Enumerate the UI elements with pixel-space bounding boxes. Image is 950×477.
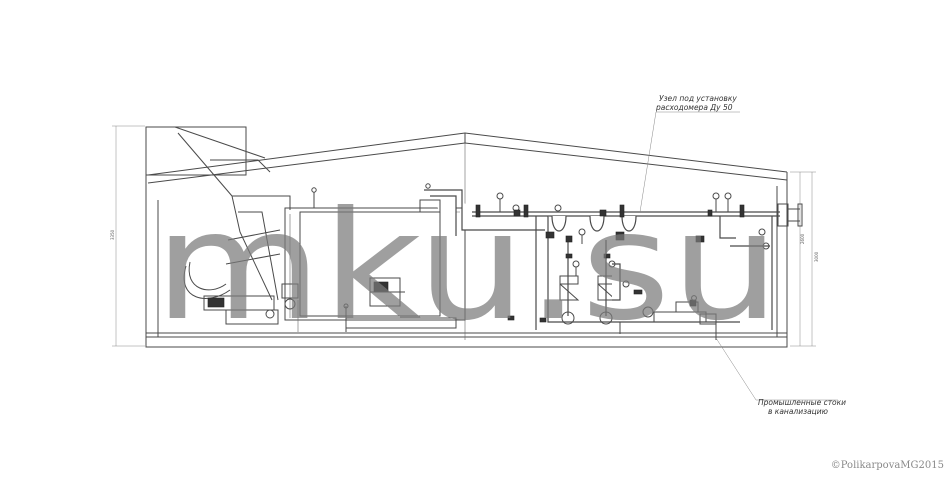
building-shell bbox=[145, 132, 788, 348]
flowmeter-callout-line-1: Узел под установку bbox=[659, 94, 737, 103]
dimension-left: 3350 bbox=[110, 229, 115, 240]
piping bbox=[419, 183, 803, 340]
gauge bbox=[608, 260, 616, 268]
gauge bbox=[572, 260, 580, 276]
gauge bbox=[622, 280, 630, 288]
gauge bbox=[758, 228, 766, 236]
dimension-right-1: 3000 bbox=[814, 251, 819, 262]
gauge bbox=[578, 228, 586, 244]
fuel-hopper bbox=[145, 126, 291, 325]
gauge bbox=[712, 192, 720, 212]
drain-callout-line-1: Промышленные стоки bbox=[758, 398, 846, 407]
gauge bbox=[724, 192, 732, 212]
callout-leaders bbox=[639, 111, 838, 401]
gauge bbox=[496, 192, 504, 212]
gauge bbox=[554, 204, 562, 212]
gauge bbox=[762, 242, 770, 250]
watermark: mku.su bbox=[154, 180, 780, 354]
flowmeter-callout-line-2: расходомера Ду 50 bbox=[655, 103, 733, 112]
dimension-right-2: 2600 bbox=[800, 233, 805, 244]
boiler bbox=[281, 187, 466, 332]
drain-callout-line-2: в канализацию bbox=[768, 407, 828, 416]
dimension-lines: 3350 3000 2600 bbox=[110, 125, 819, 347]
valves-and-gauges bbox=[475, 192, 770, 323]
copyright-label: ©PolikarpovaMG2015 bbox=[830, 460, 944, 471]
gauge bbox=[691, 295, 697, 301]
